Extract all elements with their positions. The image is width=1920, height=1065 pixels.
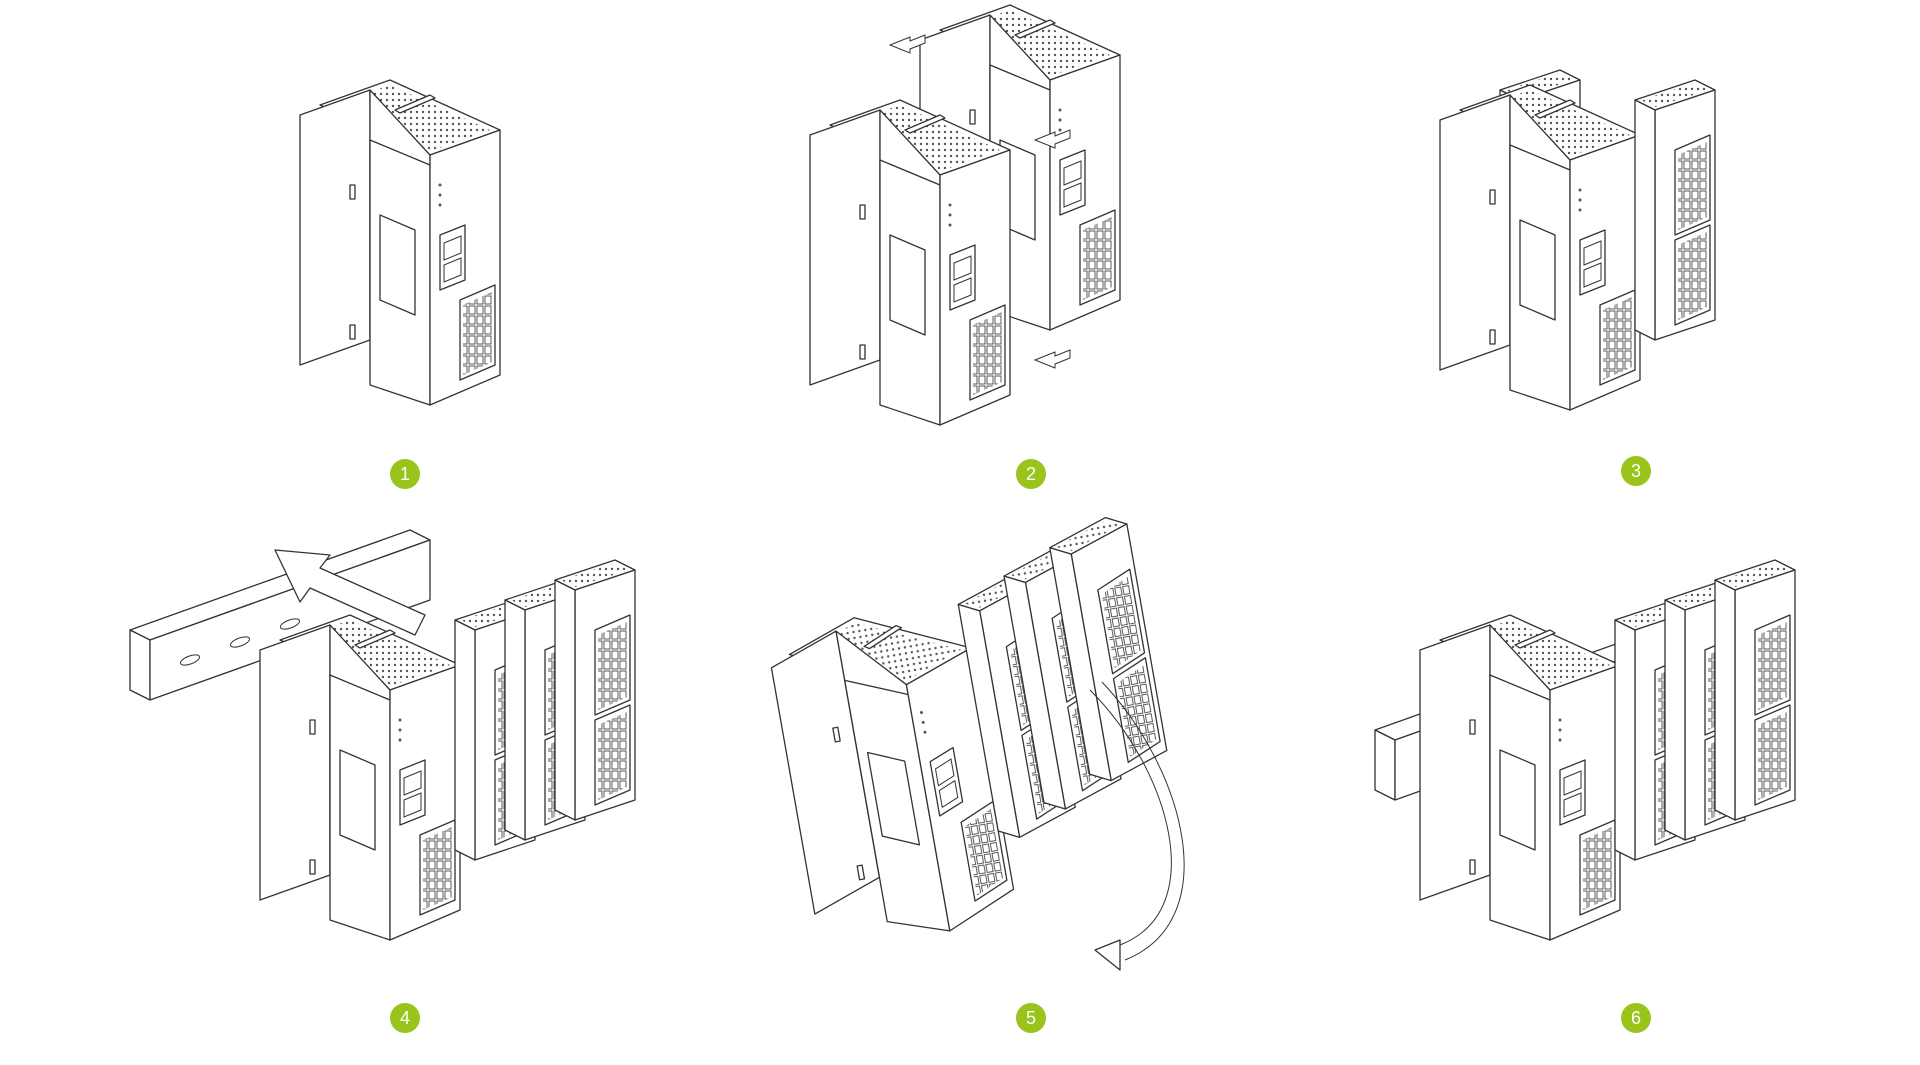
step-badge-5: 5 [1016,1003,1046,1033]
step-4-rail-slide [129,529,636,941]
step-badge-6: 6 [1621,1003,1651,1033]
step-badge-2: 2 [1016,459,1046,489]
step-badge-3: 3 [1621,456,1651,486]
step-badge-1: 1 [390,459,420,489]
step-2-module-attach [809,4,1121,426]
step-badge-4: 4 [390,1003,420,1033]
step-3-modules-joined [1439,69,1716,411]
step-6-mounted-on-rail [1374,559,1796,941]
step-5-rail-rotate [764,513,1185,971]
step-1-module-single [299,79,501,406]
